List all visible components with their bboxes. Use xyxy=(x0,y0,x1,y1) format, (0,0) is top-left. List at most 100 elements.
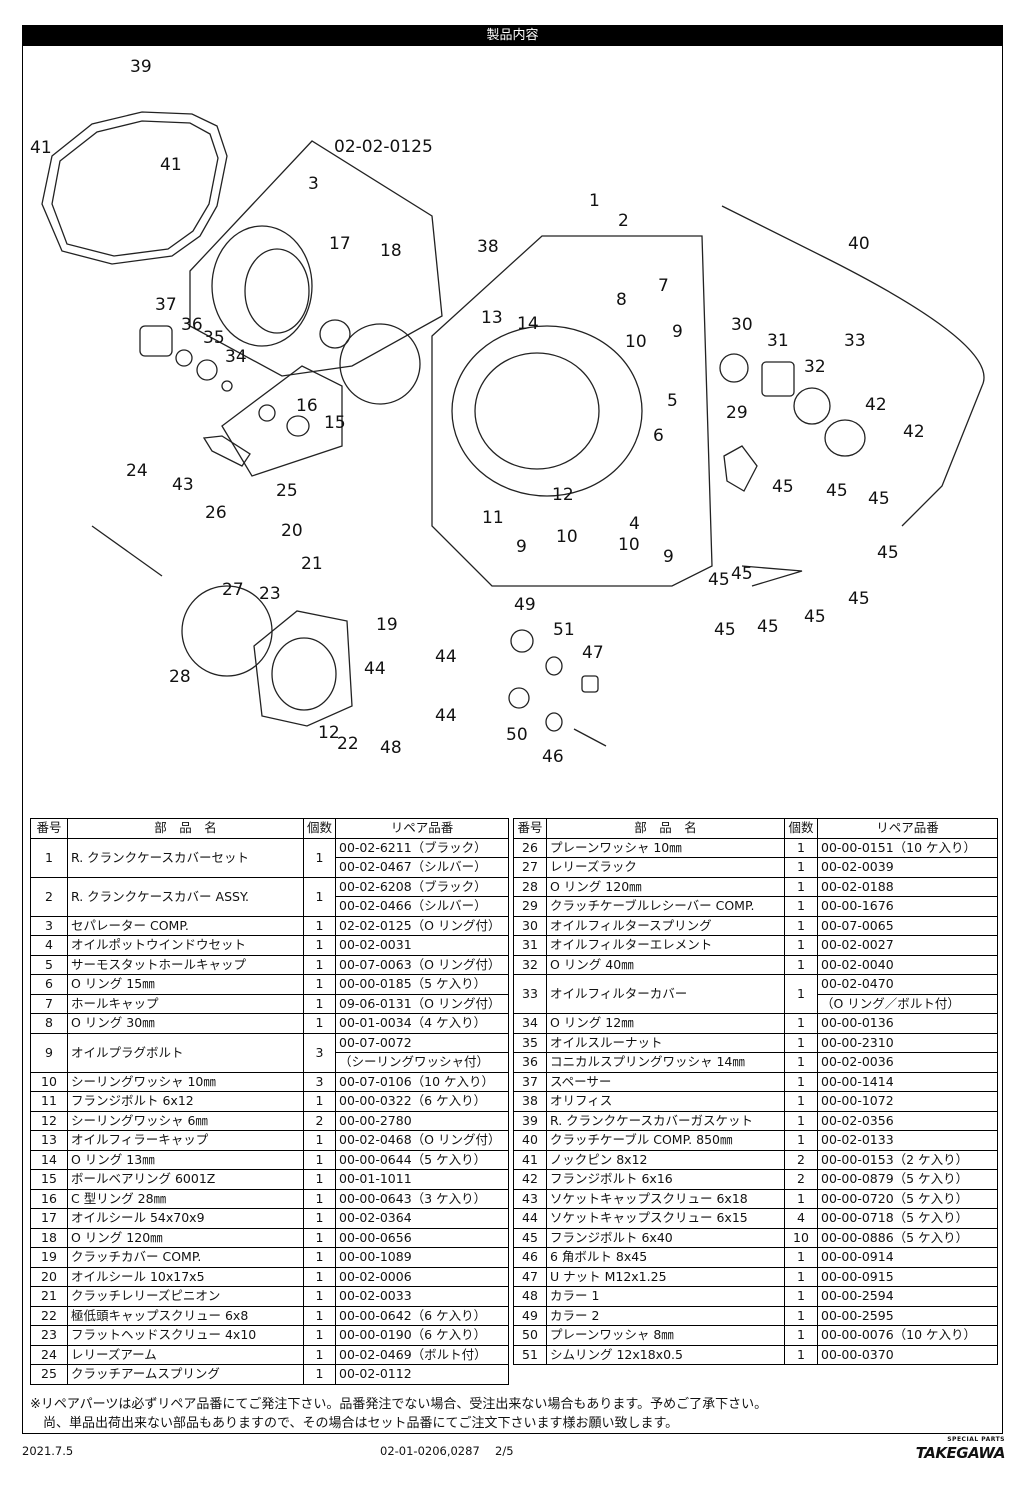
header-repair: リペア品番 xyxy=(817,818,998,839)
cell-qty: 1 xyxy=(784,1325,818,1346)
note-line: 尚、単品出荷出来ない部品もありますので、その場合はセット品番にてご注文下さいます… xyxy=(30,1416,679,1431)
cell-name: シムリング 12x18x0.5 xyxy=(546,1344,785,1365)
cell-name: U ナット M12x1.25 xyxy=(546,1266,785,1287)
cell-name: O リング 120㎜ xyxy=(546,876,785,897)
cell-repair: 02-02-0125（O リング付） xyxy=(335,915,509,936)
cell-no: 22 xyxy=(30,1305,68,1326)
cell-name: ソケットキャップスクリュー 6x15 xyxy=(546,1208,785,1229)
callout: 46 xyxy=(542,747,564,767)
callout: 44 xyxy=(364,659,386,679)
cell-repair: 00-00-0720（5 ケ入り） xyxy=(817,1188,998,1209)
o-ring-34 xyxy=(221,380,233,392)
receiver-29 xyxy=(723,445,758,492)
cell-no: 2 xyxy=(30,876,68,917)
callout: 02-02-0125 xyxy=(334,137,433,157)
cell-qty: 1 xyxy=(303,1208,336,1229)
cell-repair: 00-00-0914 xyxy=(817,1247,998,1268)
cell-qty: 1 xyxy=(303,1013,336,1034)
cell-repair: 00-00-0886（5 ケ入り） xyxy=(817,1227,998,1248)
callout: 43 xyxy=(172,475,194,495)
callout: 44 xyxy=(435,647,457,667)
callout: 10 xyxy=(625,332,647,352)
cell-repair: 00-02-0033 xyxy=(335,1286,509,1307)
cell-no: 19 xyxy=(30,1247,68,1268)
cell-repair: 00-07-0106（10 ケ入り） xyxy=(335,1071,509,1092)
cell-no: 9 xyxy=(30,1032,68,1073)
table-header-row: 番号 部 品 名 個数 リペア品番 xyxy=(513,818,998,839)
cell-no: 7 xyxy=(30,993,68,1014)
callout: 26 xyxy=(205,503,227,523)
cell-repair: 00-02-0036 xyxy=(817,1052,998,1073)
cell-qty: 1 xyxy=(784,1188,818,1209)
separator-kit-box-2 xyxy=(221,365,343,477)
cell-no: 11 xyxy=(30,1091,68,1112)
spacer-37 xyxy=(139,325,173,357)
gasket-arrow xyxy=(91,525,163,577)
header-no: 番号 xyxy=(513,818,547,839)
cell-qty: 1 xyxy=(303,1364,336,1385)
callout: 42 xyxy=(903,422,925,442)
cell-name: フラットヘッドスクリュー 4x10 xyxy=(67,1325,304,1346)
cell-no: 12 xyxy=(30,1110,68,1131)
cell-name: オイルシール 10x17x5 xyxy=(67,1266,304,1287)
callout: 41 xyxy=(30,138,52,158)
cell-repair: 00-00-0370 xyxy=(817,1344,998,1365)
callout: 28 xyxy=(169,667,191,687)
cell-no: 13 xyxy=(30,1130,68,1151)
header-no: 番号 xyxy=(30,818,68,839)
cell-qty: 1 xyxy=(784,935,818,956)
cell-repair: 00-02-0006 xyxy=(335,1266,509,1287)
gasket-39 xyxy=(41,111,228,265)
cell-qty: 10 xyxy=(784,1227,818,1248)
callout: 45 xyxy=(772,477,794,497)
callout: 27 xyxy=(222,580,244,600)
cell-repair: 00-00-0322（6 ケ入り） xyxy=(335,1091,509,1112)
cell-qty: 1 xyxy=(784,1286,818,1307)
cell-no: 35 xyxy=(513,1032,547,1053)
callout: 38 xyxy=(477,237,499,257)
cell-qty: 1 xyxy=(784,1130,818,1151)
cell-no: 43 xyxy=(513,1188,547,1209)
cell-repair: （O リング／ボルト付） xyxy=(817,993,998,1014)
callout: 13 xyxy=(481,308,503,328)
cell-repair: 00-00-0190（6 ケ入り） xyxy=(335,1325,509,1346)
cell-no: 29 xyxy=(513,896,547,917)
cell-no: 16 xyxy=(30,1188,68,1209)
cell-name: クラッチレリーズピニオン xyxy=(67,1286,304,1307)
cell-no: 3 xyxy=(30,915,68,936)
cell-qty: 1 xyxy=(303,954,336,975)
cell-qty: 1 xyxy=(784,876,818,897)
cell-qty: 1 xyxy=(303,1325,336,1346)
callout: 12 xyxy=(318,723,340,743)
cell-no: 15 xyxy=(30,1169,68,1190)
gasket-39-inner xyxy=(51,120,219,257)
cell-no: 14 xyxy=(30,1149,68,1170)
cell-name: O リング 40㎜ xyxy=(546,954,785,975)
callout: 34 xyxy=(225,347,247,367)
footer-doc-number: 02-01-0206,0287 xyxy=(380,1444,480,1458)
callout: 40 xyxy=(848,234,870,254)
cell-no: 26 xyxy=(513,837,547,858)
exploded-parts-diagram: 39 41 41 02-02-0125 3 17 18 1 2 38 40 7 … xyxy=(30,57,985,767)
